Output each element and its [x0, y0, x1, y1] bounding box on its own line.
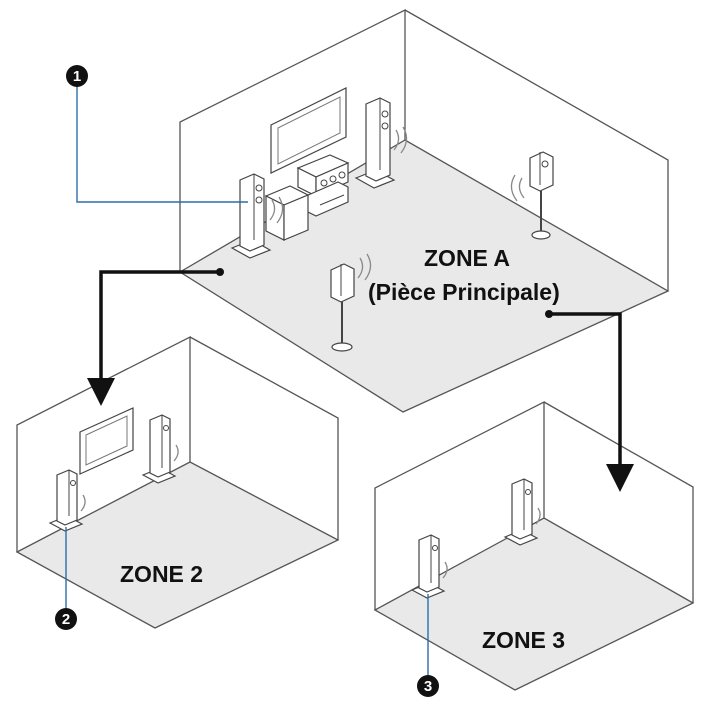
tower-speaker-icon	[141, 414, 177, 484]
callout-1-leader	[76, 86, 248, 203]
tower-speaker-icon	[410, 534, 446, 599]
sound-wave-icon	[510, 174, 525, 202]
callout-3-number: 3	[424, 678, 432, 695]
sound-wave-icon	[80, 494, 86, 512]
tv-icon	[79, 407, 134, 475]
sound-wave-icon	[269, 196, 284, 224]
zone-3-back-wall	[374, 400, 545, 610]
tv-icon	[270, 87, 347, 174]
subwoofer-icon	[264, 185, 310, 241]
sound-wave-icon	[442, 561, 448, 579]
stand-speaker-icon	[529, 151, 554, 240]
zone-a-title: ZONE A	[424, 245, 510, 271]
sound-wave-icon	[393, 126, 408, 154]
callout-1-badge: 1	[66, 65, 88, 87]
callout-2-badge: 2	[55, 608, 77, 630]
zone-2-flow-arrow	[87, 270, 220, 406]
zone-3-right-wall	[543, 401, 694, 603]
zone-3-title: ZONE 3	[482, 627, 565, 653]
tower-speaker-icon	[354, 97, 396, 189]
callout-3-badge: 3	[417, 675, 439, 697]
zone-3-flow-arrow	[549, 312, 634, 492]
zone-2-right-wall	[189, 336, 339, 540]
callout-1-number: 1	[73, 68, 81, 85]
tower-speaker-icon	[230, 173, 272, 259]
sound-wave-icon	[535, 507, 541, 525]
callout-2-number: 2	[62, 611, 70, 628]
stand-speaker-icon	[330, 263, 355, 352]
zone-3-room: ZONE 3	[373, 400, 695, 691]
av-receiver-icon	[296, 154, 350, 217]
zone-a-right-wall	[404, 9, 669, 291]
tower-speaker-icon	[503, 478, 539, 546]
zone-2-title: ZONE 2	[120, 561, 203, 587]
tower-speaker-icon	[48, 469, 84, 532]
sound-wave-icon	[357, 253, 372, 281]
zone-2-room: ZONE 2	[15, 335, 340, 629]
zone-a-back-wall	[179, 8, 406, 272]
zone-a-subtitle: (Pièce Principale)	[368, 279, 560, 305]
zone-a-room: ZONE A (Pièce Principale)	[178, 8, 670, 413]
sound-wave-icon	[173, 444, 179, 462]
